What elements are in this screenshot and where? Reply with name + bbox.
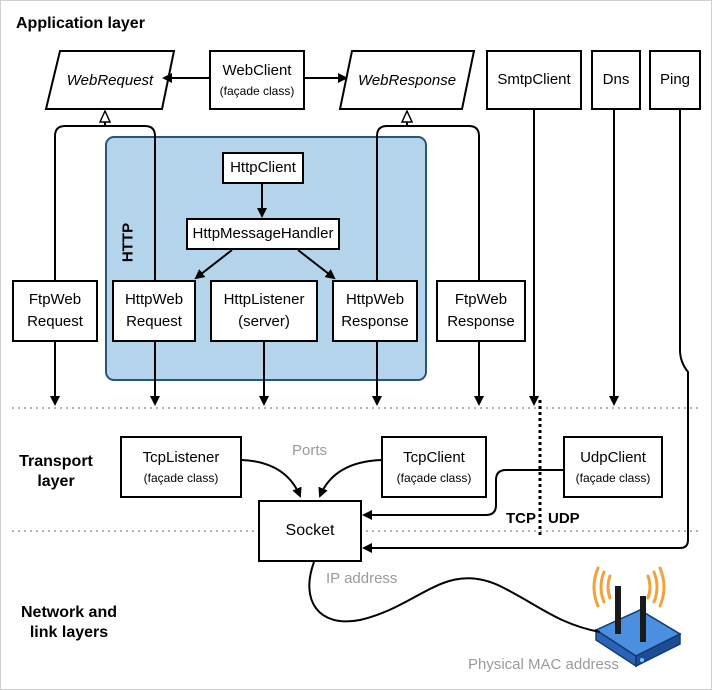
tcp-label: TCP	[506, 510, 536, 527]
udp-label: UDP	[548, 510, 580, 527]
ip-address-label: IP address	[326, 570, 398, 587]
ftp-web-response-box: FtpWeb Response	[436, 280, 526, 342]
udp-client-box: UdpClient (façade class)	[563, 436, 663, 498]
web-response-shape	[338, 50, 476, 110]
application-layer-label: Application layer	[16, 15, 145, 32]
smtp-client-box: SmtpClient	[486, 50, 582, 110]
transport-layer-label: Transport layer	[19, 453, 93, 490]
ftp-web-request-box: FtpWeb Request	[12, 280, 98, 342]
web-request-shape	[44, 50, 176, 110]
web-response-box: WebResponse	[357, 71, 457, 89]
http-listener-box: HttpListener (server)	[210, 280, 318, 342]
tcp-listener-box: TcpListener (façade class)	[120, 436, 242, 498]
ports-label: Ports	[292, 442, 328, 459]
ping-box: Ping	[649, 50, 701, 110]
http-message-handler-box: HttpMessageHandler	[186, 218, 340, 250]
http-web-response-box: HttpWeb Response	[332, 280, 418, 342]
tcp-client-box: TcpClient (façade class)	[381, 436, 487, 498]
http-web-request-box: HttpWeb Request	[112, 280, 196, 342]
socket-box: Socket	[258, 500, 362, 562]
router-icon	[592, 566, 682, 668]
mac-address-label: Physical MAC address	[468, 656, 619, 673]
http-client-box: HttpClient	[222, 152, 304, 184]
web-request-box: WebRequest	[66, 71, 154, 89]
network-layer-label: Network and link layers	[20, 604, 117, 641]
web-client-box: WebClient (façade class)	[209, 50, 305, 110]
dns-box: Dns	[591, 50, 641, 110]
